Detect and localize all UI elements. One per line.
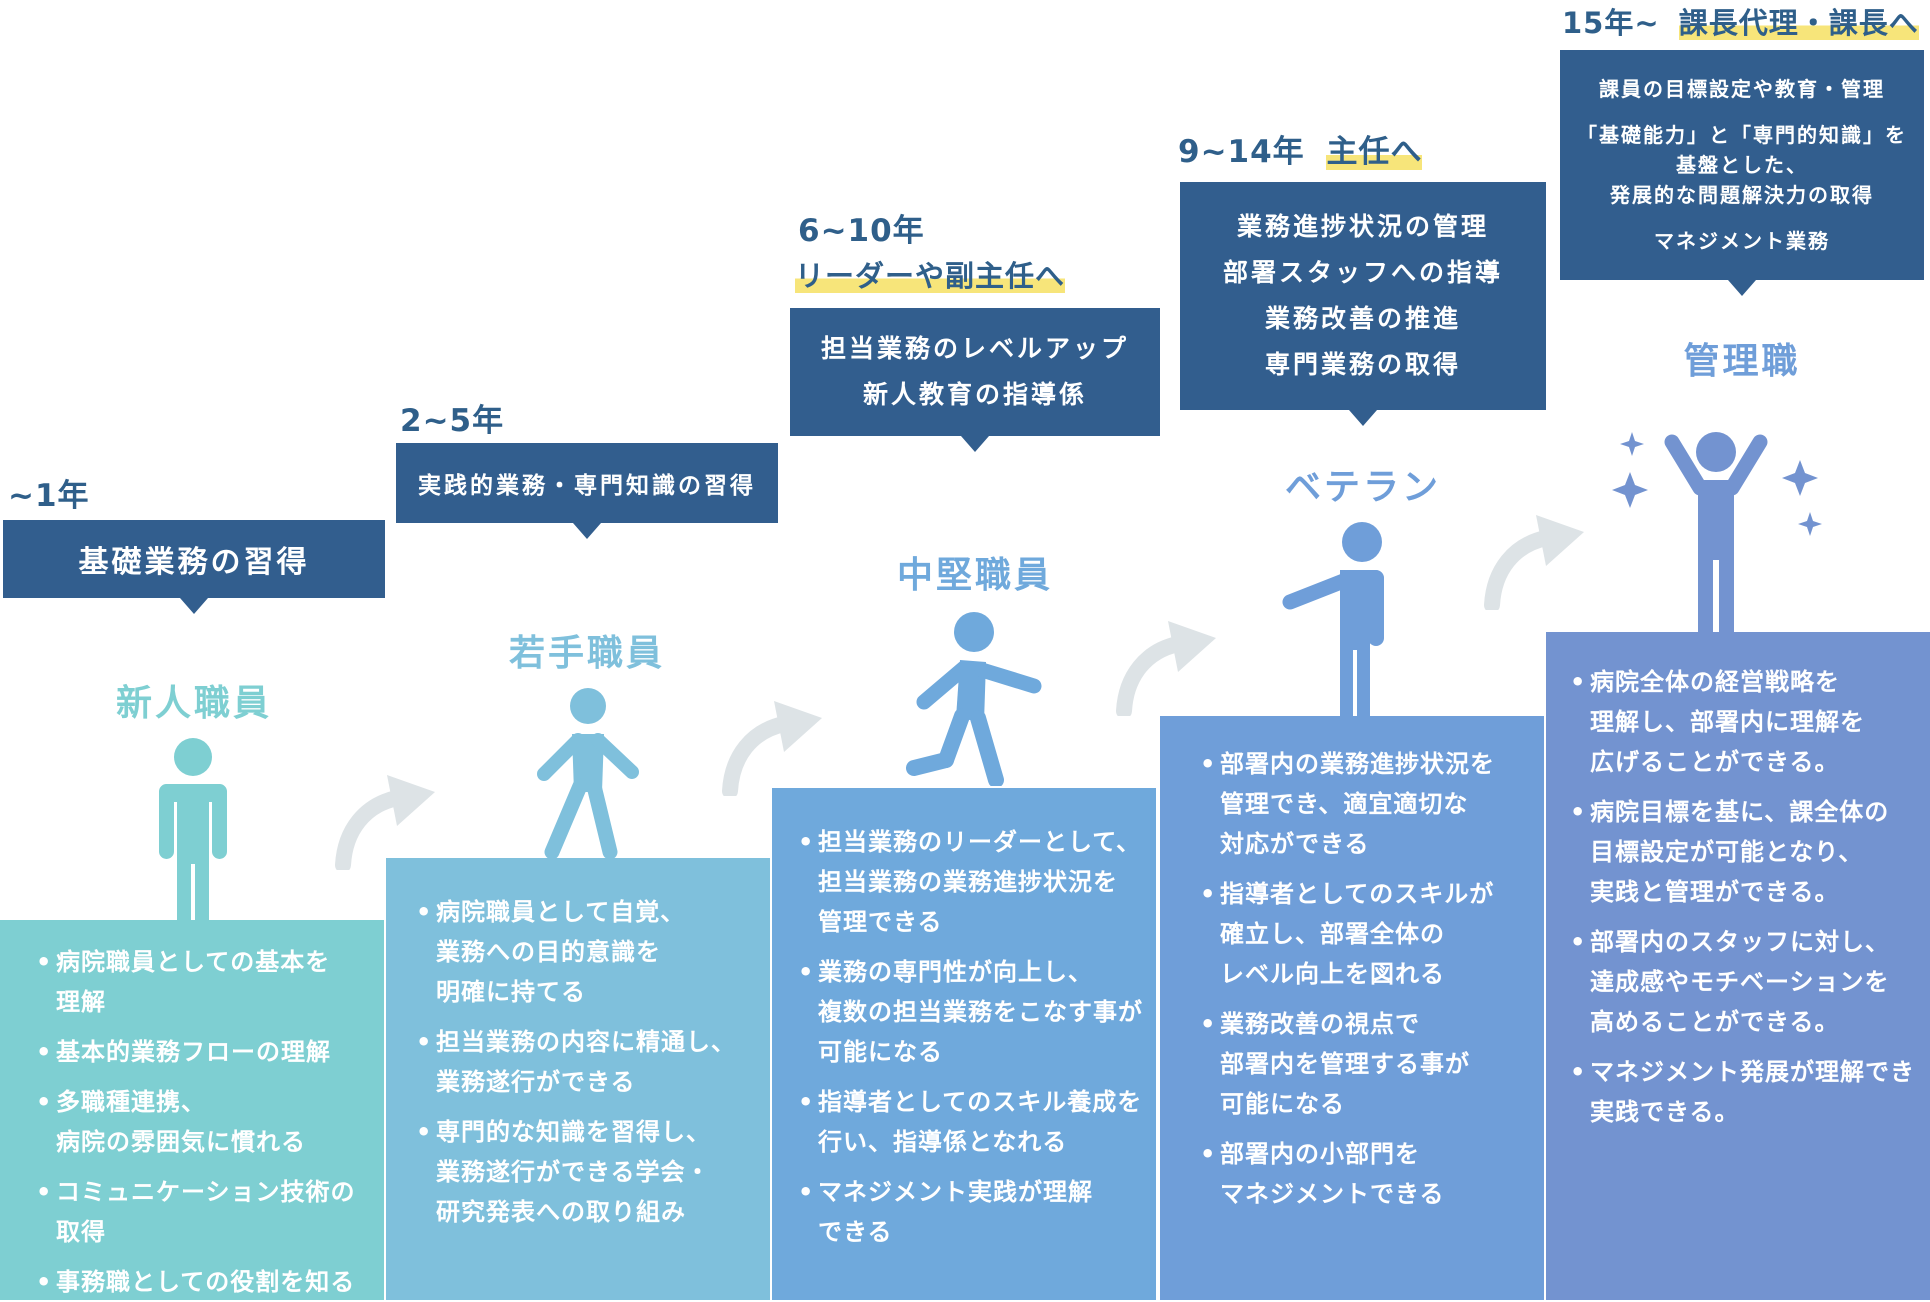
item-list: 部署内の業務進捗状況を 管理でき、適宜適切な 対応ができる 指導者としてのスキル… bbox=[1198, 744, 1534, 1214]
list-item: 病院職員として自覚、 業務への目的意識を 明確に持てる bbox=[414, 892, 756, 1012]
stage-block: 担当業務のリーダーとして、 担当業務の業務進捗状況を 管理できる 業務の専門性が… bbox=[772, 788, 1156, 1300]
list-item: 業務の専門性が向上し、 複数の担当業務をこなす事が 可能になる bbox=[796, 952, 1146, 1072]
role-line: 新人教育の指導係 bbox=[862, 380, 1087, 409]
role-line: 業務進捗状況の管理 bbox=[1236, 212, 1489, 241]
role-line: 専門業務の取得 bbox=[1264, 350, 1461, 379]
role-box: 実践的業務・専門知識の習得 bbox=[396, 443, 778, 539]
role-box: 基礎業務の習得 bbox=[3, 520, 385, 614]
list-item: マネジメント発展が理解でき 実践できる。 bbox=[1568, 1052, 1922, 1132]
sparkle-icon bbox=[1782, 460, 1818, 496]
stage-block: 病院全体の経営戦略を 理解し、部署内に理解を 広げることができる。 病院目標を基… bbox=[1546, 632, 1930, 1300]
years-label: 2~5年 bbox=[400, 403, 505, 439]
stage-years: 15年~ 課長代理・課長へ bbox=[1562, 0, 1919, 42]
stage-promotion: リーダーや副主任へ bbox=[795, 253, 1066, 295]
years-label: 15年~ bbox=[1562, 6, 1660, 40]
curved-arrow-icon bbox=[1116, 621, 1216, 716]
stage-block: 病院職員としての基本を 理解 基本的業務フローの理解 多職種連携、 病院の雰囲気… bbox=[0, 920, 384, 1302]
sparkle-icon bbox=[1620, 432, 1644, 456]
role-line: 課員の目標設定や教育・管理 bbox=[1599, 77, 1885, 101]
stage-block: 部署内の業務進捗状況を 管理でき、適宜適切な 対応ができる 指導者としてのスキル… bbox=[1160, 716, 1544, 1300]
promotion-label: 課長代理・課長へ bbox=[1678, 6, 1919, 40]
role-box: 担当業務のレベルアップ 新人教育の指導係 bbox=[790, 308, 1160, 452]
list-item: 病院目標を基に、課全体の 目標設定が可能となり、 実践と管理ができる。 bbox=[1568, 792, 1922, 912]
sparkle-icon bbox=[1798, 512, 1822, 536]
list-item: 部署内の小部門を マネジメントできる bbox=[1198, 1134, 1534, 1214]
curved-arrow-icon bbox=[1484, 515, 1584, 610]
list-item: 部署内のスタッフに対し、 達成感やモチベーションを 高めることができる。 bbox=[1568, 922, 1922, 1042]
list-item: 事務職としての役割を知る bbox=[34, 1262, 370, 1302]
item-list: 病院全体の経営戦略を 理解し、部署内に理解を 広げることができる。 病院目標を基… bbox=[1568, 662, 1922, 1132]
celebrating-person-icon bbox=[1612, 432, 1822, 634]
stage-title: 若手職員 bbox=[508, 633, 665, 674]
curved-arrow-icon bbox=[335, 775, 435, 870]
walking-person-icon bbox=[537, 688, 639, 860]
stage-years: 2~5年 bbox=[400, 395, 504, 440]
stage-title: 新人職員 bbox=[115, 683, 272, 724]
role-line: 担当業務のレベルアップ bbox=[820, 334, 1129, 363]
list-item: コミュニケーション技術の 取得 bbox=[34, 1172, 370, 1252]
list-item: 基本的業務フローの理解 bbox=[34, 1032, 370, 1072]
stage-years: 9~14年 主任へ bbox=[1178, 126, 1423, 171]
standing-person-icon bbox=[159, 738, 227, 922]
stage-title: ベテラン bbox=[1284, 467, 1441, 508]
role-line: マネジメント業務 bbox=[1654, 229, 1830, 253]
list-item: 担当業務のリーダーとして、 担当業務の業務進捗状況を 管理できる bbox=[796, 822, 1146, 942]
role-box: 課員の目標設定や教育・管理 「基礎能力」と「専門的知識」を 基盤とした、 発展的… bbox=[1560, 50, 1924, 296]
list-item: 専門的な知識を習得し、 業務遂行ができる学会・ 研究発表への取り組み bbox=[414, 1112, 756, 1232]
role-line: 「基礎能力」と「専門的知識」を 基盤とした、 発展的な問題解決力の取得 bbox=[1577, 123, 1907, 207]
stage-block: 病院職員として自覚、 業務への目的意識を 明確に持てる 担当業務の内容に精通し、… bbox=[386, 858, 770, 1300]
stage-years: ~1年 bbox=[8, 470, 90, 515]
years-label: 6~10年 bbox=[798, 213, 925, 249]
item-list: 担当業務のリーダーとして、 担当業務の業務進捗状況を 管理できる 業務の専門性が… bbox=[796, 822, 1146, 1252]
list-item: 多職種連携、 病院の雰囲気に慣れる bbox=[34, 1082, 370, 1162]
years-label: 9~14年 bbox=[1178, 134, 1305, 170]
years-label: ~1年 bbox=[8, 478, 90, 514]
item-list: 病院職員としての基本を 理解 基本的業務フローの理解 多職種連携、 病院の雰囲気… bbox=[34, 942, 370, 1302]
stage-title: 中堅職員 bbox=[896, 555, 1053, 596]
role-box: 業務進捗状況の管理 部署スタッフへの指導 業務改善の推進 専門業務の取得 bbox=[1180, 182, 1546, 426]
role-line: 基礎業務の習得 bbox=[78, 545, 310, 580]
promotion-label: 主任へ bbox=[1326, 134, 1423, 170]
list-item: 指導者としてのスキルが 確立し、部署全体の レベル向上を図れる bbox=[1198, 874, 1534, 994]
sparkle-icon bbox=[1612, 472, 1648, 508]
curved-arrow-icon bbox=[722, 701, 822, 796]
promotion-label: リーダーや副主任へ bbox=[795, 259, 1066, 293]
running-person-icon bbox=[906, 612, 1042, 786]
list-item: マネジメント実践が理解 できる bbox=[796, 1172, 1146, 1252]
role-line: 実践的業務・専門知識の習得 bbox=[418, 473, 756, 499]
role-line: 部署スタッフへの指導 bbox=[1222, 258, 1503, 287]
role-line: 業務改善の推進 bbox=[1264, 304, 1461, 333]
list-item: 指導者としてのスキル養成を 行い、指導係となれる bbox=[796, 1082, 1146, 1162]
stage-title: 管理職 bbox=[1683, 341, 1801, 382]
presenting-person-icon bbox=[1282, 522, 1384, 716]
stage-years: 6~10年 bbox=[798, 205, 925, 250]
list-item: 担当業務の内容に精通し、 業務遂行ができる bbox=[414, 1022, 756, 1102]
item-list: 病院職員として自覚、 業務への目的意識を 明確に持てる 担当業務の内容に精通し、… bbox=[414, 892, 756, 1232]
list-item: 業務改善の視点で 部署内を管理する事が 可能になる bbox=[1198, 1004, 1534, 1124]
list-item: 病院全体の経営戦略を 理解し、部署内に理解を 広げることができる。 bbox=[1568, 662, 1922, 782]
list-item: 部署内の業務進捗状況を 管理でき、適宜適切な 対応ができる bbox=[1198, 744, 1534, 864]
list-item: 病院職員としての基本を 理解 bbox=[34, 942, 370, 1022]
